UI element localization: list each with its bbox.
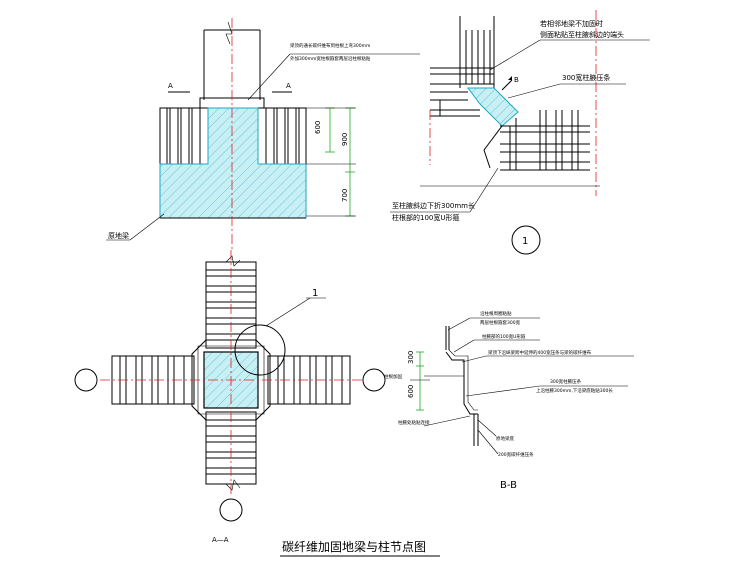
detail-right-beam: [500, 110, 590, 171]
detail-note-bottom-2: 柱根部的100宽U形箍: [392, 213, 459, 222]
elevation-view: A A: [106, 18, 420, 252]
plan-south-bands: [206, 419, 256, 475]
detail-1-marker-label: 1: [522, 236, 528, 247]
dim-600: 600: [314, 121, 322, 134]
bb-note-4b: 上沿柱腋300mm,下沿梁底粘贴300长: [536, 387, 613, 394]
bb-caption: B-B: [500, 480, 517, 491]
plan-haunch: [191, 339, 271, 421]
plan-detail-callout: [234, 324, 286, 376]
detail-1-marker: [511, 225, 541, 255]
section-mark-a-left: A: [168, 82, 173, 90]
detail-1-view: 若相邻地梁不加固时 侧面粘贴至柱腋斜边的端头 300宽柱腋压条 B 至柱腋斜边下…: [390, 10, 650, 255]
section-bb-view: 300 600 沿柱根周圈粘贴 两层柱根箍套300宽 柱腋部的100宽U形箍 梁…: [384, 310, 634, 491]
bb-note-3: 梁顶下沿纵梁跨中延伸的400宽压条与梁的碳纤维布: [488, 349, 592, 356]
plan-axis-marker-west: [74, 368, 98, 392]
bb-fibre-profile: [445, 351, 478, 415]
dim-900: 900: [341, 133, 349, 146]
plan-section-caption: A—A: [212, 536, 229, 544]
dim-700: 700: [341, 189, 349, 202]
bb-dim-300: 300: [407, 351, 415, 364]
detail-section-mark-b: B: [514, 76, 519, 84]
detail-column-bands: [465, 30, 491, 84]
plan-axis-marker-south: [219, 498, 243, 522]
detail-note-top-1: 若相邻地梁不加固时: [540, 19, 603, 28]
plan-axis-marker-east: [362, 368, 386, 392]
bb-left-label: 柱根加固: [384, 373, 402, 380]
bb-note-1b: 两层柱根箍套300宽: [480, 319, 521, 326]
detail-note-top-2: 侧面粘贴至柱腋斜边的端头: [540, 30, 624, 39]
bb-note-1a: 沿柱根周圈粘贴: [480, 310, 512, 317]
bb-note-6: 原地梁底: [496, 435, 514, 442]
bb-note-7: 200宽碳纤维压条: [498, 451, 534, 458]
bb-note-5: 柱腋处粘贴连接: [398, 419, 430, 426]
plan-view: 1 A—A: [74, 250, 386, 544]
detail-left-beam: [430, 67, 494, 117]
bb-note-2: 柱腋部的100宽U形箍: [482, 333, 526, 340]
right-fibre-bands: [265, 108, 300, 164]
detail-note-strip: 300宽柱腋压条: [562, 73, 610, 82]
plan-detail-callout-label: 1: [312, 288, 318, 299]
section-mark-a-right: A: [286, 82, 291, 90]
elevation-dimensions: [306, 107, 356, 217]
elevation-note-1: 梁顶的通长碳纤维布到柱根上弯300mm: [290, 42, 370, 49]
elevation-note-2: 外加300mm宽柱根箍套两层沿柱根粘贴: [290, 55, 371, 62]
original-beam-label: 原地梁: [108, 231, 129, 240]
drawing-title: 碳纤维加固地梁与柱节点图: [282, 539, 426, 554]
bb-dim-600: 600: [407, 385, 415, 398]
detail-note-bottom-1: 至柱腋斜边下折300mm长: [392, 201, 475, 210]
bb-note-4a: 300宽柱腋压条: [550, 378, 582, 385]
left-fibre-bands: [166, 108, 201, 164]
